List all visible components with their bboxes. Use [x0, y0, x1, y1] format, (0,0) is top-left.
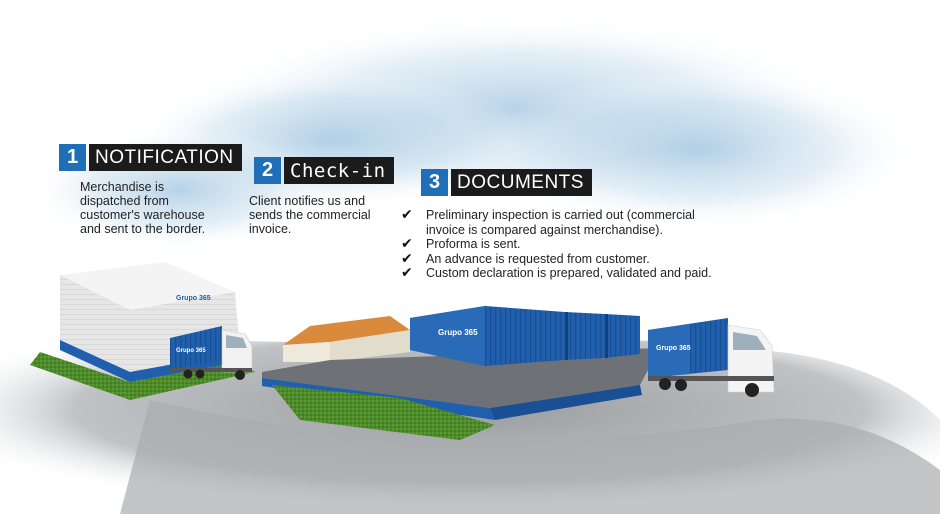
- container-logo: Grupo 365: [438, 328, 478, 337]
- checklist-item: ✔Preliminary inspection is carried out (…: [401, 206, 695, 237]
- step-3-checklist: ✔Preliminary inspection is carried out (…: [401, 206, 731, 281]
- step-3-number: 3: [421, 169, 448, 196]
- checkmark-icon: ✔: [401, 235, 413, 251]
- checklist-item: ✔Proforma is sent.: [401, 235, 521, 251]
- step-1-description: Merchandise is dispatched from customer'…: [80, 180, 206, 236]
- truck-right: Grupo 365: [648, 318, 775, 397]
- step-3-header: 3 DOCUMENTS: [421, 169, 592, 196]
- svg-text:Grupo 365: Grupo 365: [656, 345, 691, 352]
- checklist-item: ✔An advance is requested from customer.: [401, 249, 650, 266]
- step-2-description: Client notifies us and sends the commerc…: [249, 194, 371, 236]
- step-1-header: 1 NOTIFICATION: [59, 144, 242, 171]
- checkmark-icon: ✔: [401, 206, 413, 222]
- truck-left: Grupo 365: [170, 326, 253, 380]
- step-2-title: Check-in: [284, 157, 394, 184]
- checklist-item: ✔Custom declaration is prepared, validat…: [401, 264, 712, 280]
- svg-text:Grupo 365: Grupo 365: [176, 348, 206, 354]
- step-2-header: 2 Check-in: [254, 157, 394, 184]
- step-1-title: NOTIFICATION: [89, 144, 242, 171]
- warehouse-logo: Grupo 365: [176, 295, 211, 302]
- step-1-number: 1: [59, 144, 86, 171]
- customs-building: [283, 316, 410, 362]
- step-2-number: 2: [254, 157, 281, 184]
- container-yard: [262, 348, 660, 440]
- checkmark-icon: ✔: [401, 264, 413, 280]
- shipping-containers: Grupo 365: [410, 306, 640, 366]
- step-3-title: DOCUMENTS: [451, 169, 592, 196]
- checkmark-icon: ✔: [401, 249, 413, 266]
